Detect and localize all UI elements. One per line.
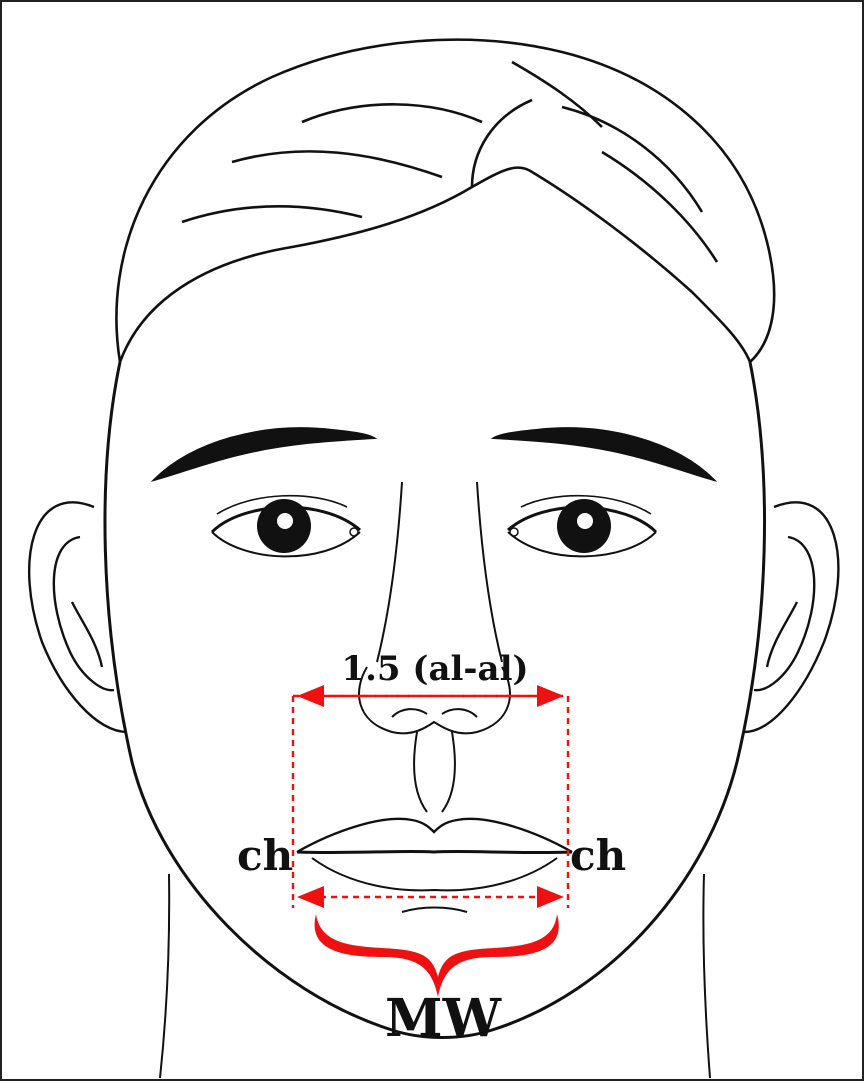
arrowheads xyxy=(297,685,564,908)
alar-ratio-label: 1.5 (al-al) xyxy=(341,649,528,689)
arrowhead-bottom-left xyxy=(297,886,324,908)
arrowhead-top-right xyxy=(537,685,564,707)
left-eye xyxy=(212,496,360,557)
mouth-width-brace xyxy=(315,914,559,997)
cheilion-right-label: ch xyxy=(570,831,626,880)
cheilion-left-label: ch xyxy=(237,831,293,880)
eyebrows xyxy=(154,428,714,480)
right-ear xyxy=(744,502,838,732)
mouth-width-label: MW xyxy=(385,988,503,1049)
right-eyebrow xyxy=(494,428,714,480)
arrowhead-bottom-right xyxy=(537,886,564,908)
arrowhead-top-left xyxy=(297,685,324,707)
right-eye xyxy=(508,496,656,557)
hair xyxy=(116,40,774,362)
left-ear xyxy=(29,502,127,732)
left-eyebrow xyxy=(154,428,374,480)
nose xyxy=(359,482,510,812)
annotation-guides xyxy=(293,696,568,908)
